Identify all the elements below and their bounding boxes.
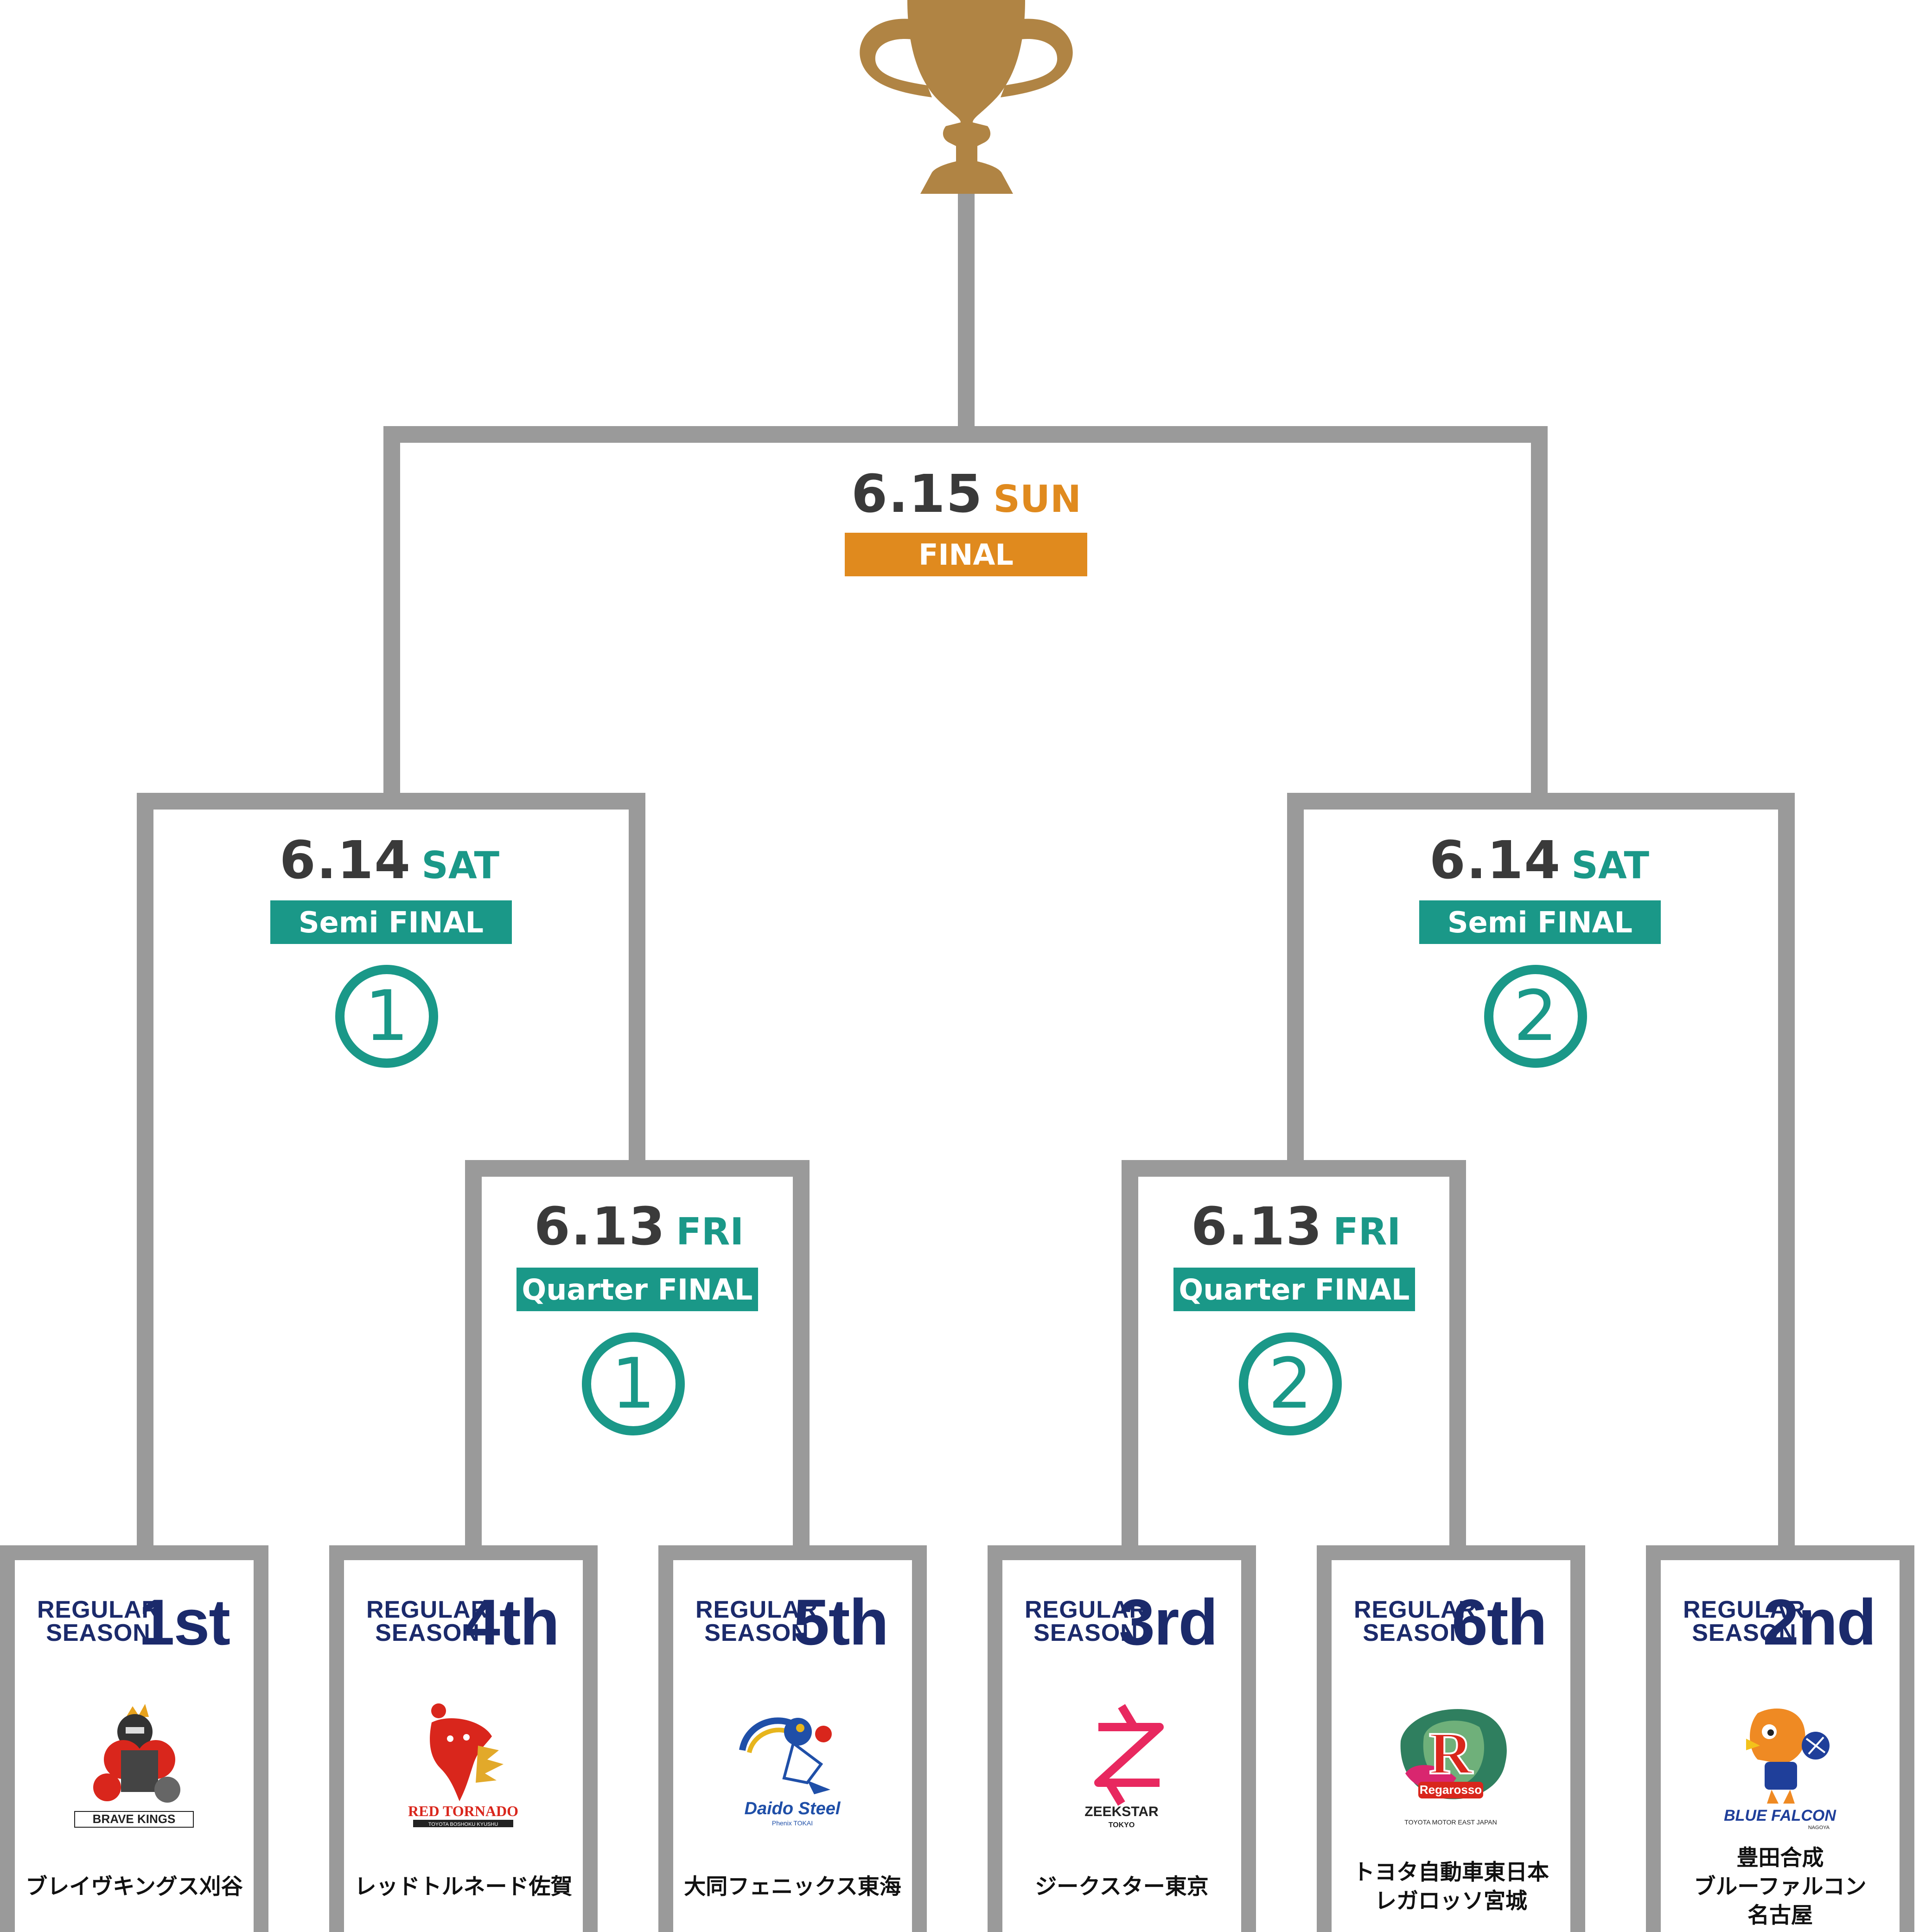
blue-falcon-logo: BLUE FALCON NAGOYA — [1724, 1709, 1836, 1830]
red-tornado-logo: RED TORNADO TOYOTA BOSHOKU KYUSHU — [408, 1703, 518, 1827]
final-label: FINAL — [845, 533, 1087, 576]
svg-text:TOYOTA BOSHOKU KYUSHU: TOYOTA BOSHOKU KYUSHU — [428, 1822, 498, 1827]
card-header: REGULAR SEASON 1st — [15, 1584, 254, 1658]
team-card-5th: REGULAR SEASON 5th Daido Steel Phenix TO… — [658, 1545, 927, 1932]
team-card-1st: REGULAR SEASON 1st BRAVE KINGS ブレイヴキングス刈… — [0, 1545, 268, 1932]
card-header: REGULAR SEASON 2nd — [1661, 1584, 1900, 1658]
team-card-6th: REGULAR SEASON 6th R Regarosso TOYOTA MO… — [1317, 1545, 1585, 1932]
team-rank: 2nd — [1763, 1586, 1876, 1658]
team-rank: 6th — [1452, 1586, 1547, 1658]
svg-text:BLUE FALCON: BLUE FALCON — [1724, 1807, 1836, 1824]
card-header: REGULAR SEASON 4th — [344, 1584, 583, 1658]
quarter-1-match-number: 1 — [582, 1333, 685, 1435]
quarter-2-date-number: 6.13 — [1191, 1197, 1323, 1257]
team-card-4th: REGULAR SEASON 4th RED TORNADO TOYOTA BO… — [329, 1545, 598, 1932]
team-rank: 3rd — [1119, 1586, 1218, 1658]
svg-text:Daido Steel: Daido Steel — [745, 1799, 841, 1818]
semi-2-date-number: 6.14 — [1429, 830, 1562, 891]
team-name: ジークスター東京 — [1035, 1874, 1209, 1900]
brave-kings-logo: BRAVE KINGS — [74, 1704, 194, 1828]
semi-2-match-number: 2 — [1484, 965, 1587, 1068]
svg-text:NAGOYA: NAGOYA — [1808, 1825, 1830, 1830]
semi-1-bracket-line — [137, 793, 645, 1551]
svg-text:RED TORNADO: RED TORNADO — [408, 1803, 518, 1819]
quarter-1-label: Quarter FINAL — [516, 1268, 758, 1311]
final-date-number: 6.15 — [851, 464, 983, 524]
quarter-1-date-number: 6.13 — [534, 1197, 666, 1257]
semi-1-label: Semi FINAL — [270, 900, 512, 944]
regular-season-label: REGULAR SEASON — [366, 1596, 489, 1646]
svg-text:TOKYO: TOKYO — [1109, 1821, 1135, 1829]
team-name: トヨタ自動車東日本 レガロッソ宮城 — [1353, 1860, 1549, 1914]
svg-text:ZEEKSTAR: ZEEKSTAR — [1084, 1804, 1159, 1819]
team-name: 豊田合成 ブルーファルコン 名古屋 — [1694, 1845, 1867, 1928]
final-weekday: SUN — [993, 478, 1081, 521]
semi-1-weekday: SAT — [421, 844, 500, 887]
regular-season-label: REGULAR SEASON — [1025, 1596, 1148, 1646]
svg-text:R: R — [1429, 1720, 1473, 1787]
quarter-1-bracket-line — [465, 1160, 810, 1551]
team-name: 大同フェニックス東海 — [684, 1874, 901, 1900]
card-header: REGULAR SEASON 6th — [1332, 1584, 1570, 1658]
team-card-3rd: REGULAR SEASON 3rd ZEEKSTAR TOKYO ジークスター… — [988, 1545, 1256, 1932]
team-rank: 5th — [793, 1586, 889, 1658]
semi-1-match-number: 1 — [335, 965, 438, 1068]
team-rank: 4th — [464, 1586, 560, 1658]
team-name: ブレイヴキングス刈谷 — [26, 1874, 243, 1900]
svg-text:BRAVE KINGS: BRAVE KINGS — [93, 1812, 176, 1826]
card-header: REGULAR SEASON 3rd — [1002, 1584, 1241, 1658]
semi-2-bracket-line — [1287, 793, 1795, 1551]
quarter-2-weekday: FRI — [1333, 1210, 1401, 1253]
card-header: REGULAR SEASON 5th — [673, 1584, 912, 1658]
trophy-icon — [860, 0, 1073, 194]
semi-2-label: Semi FINAL — [1419, 900, 1661, 944]
svg-text:TOYOTA MOTOR EAST JAPAN: TOYOTA MOTOR EAST JAPAN — [1404, 1818, 1497, 1826]
svg-text:Phenix TOKAI: Phenix TOKAI — [772, 1819, 813, 1827]
team-name: レッドトルネード佐賀 — [354, 1874, 573, 1900]
regular-season-label: REGULAR SEASON — [37, 1596, 160, 1646]
regular-season-label: REGULAR SEASON — [1683, 1596, 1806, 1646]
semi-1-date-number: 6.14 — [279, 830, 412, 891]
quarter-2-match-number: 2 — [1239, 1333, 1342, 1435]
quarter-1-weekday: FRI — [676, 1210, 744, 1253]
team-card-2nd: REGULAR SEASON 2nd BLUE FALCON NAGOYA 豊田… — [1646, 1545, 1914, 1932]
regular-season-label: REGULAR SEASON — [1354, 1596, 1477, 1646]
final-bracket-line — [383, 426, 1548, 809]
daido-steel-logo: Daido Steel Phenix TOKAI — [739, 1717, 841, 1827]
team-rank: 1st — [138, 1586, 230, 1658]
regarosso-logo: R Regarosso TOYOTA MOTOR EAST JAPAN — [1400, 1709, 1507, 1826]
regular-season-label: REGULAR SEASON — [695, 1596, 818, 1646]
quarter-2-bracket-line — [1122, 1160, 1466, 1551]
quarter-2-label: Quarter FINAL — [1173, 1268, 1415, 1311]
svg-text:Regarosso: Regarosso — [1420, 1783, 1482, 1797]
semi-2-weekday: SAT — [1571, 844, 1650, 887]
zeekstar-logo: ZEEKSTAR TOKYO — [1084, 1704, 1164, 1829]
